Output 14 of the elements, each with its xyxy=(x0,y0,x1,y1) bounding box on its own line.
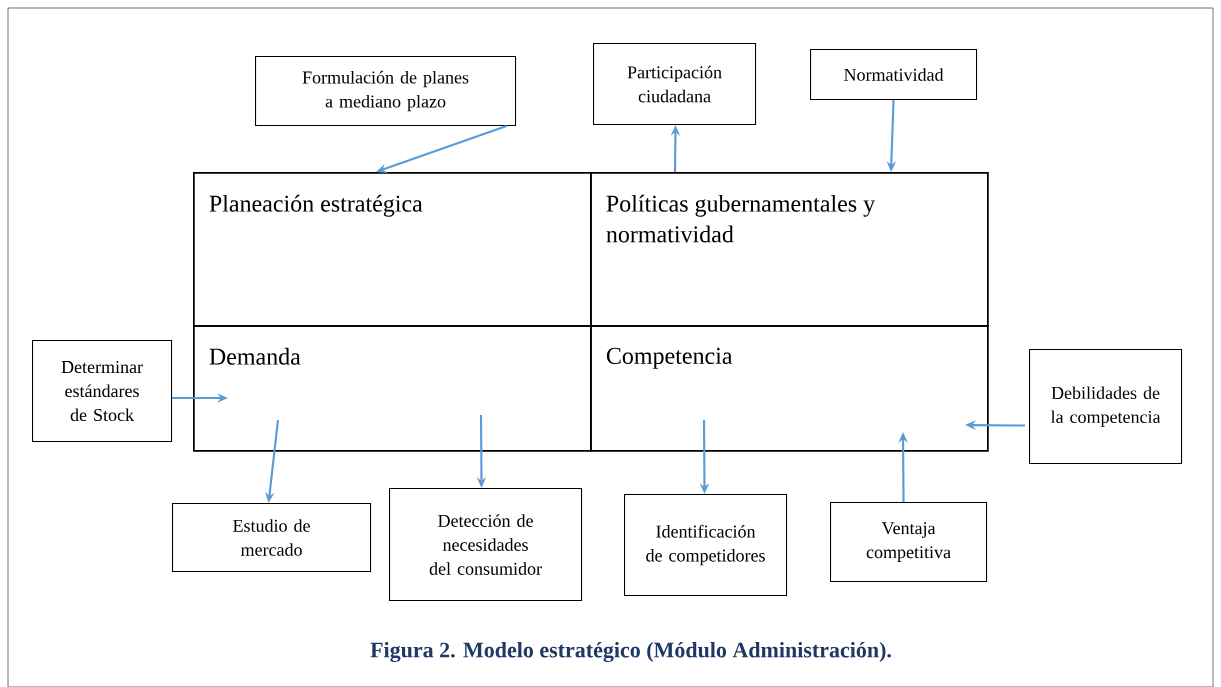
text-box: Detección de necesidades del consumidor xyxy=(389,488,583,602)
text-box: Debilidades de la competencia xyxy=(1029,349,1183,465)
text-box: Formulación de planes a mediano plazo xyxy=(255,56,517,127)
quadrant-box: Políticas gubernamentales y normatividad xyxy=(590,172,989,327)
quadrant-box: Competencia xyxy=(590,325,989,452)
text-box: Estudio de mercado xyxy=(172,503,372,573)
text-box: Participación ciudadana xyxy=(593,43,757,126)
figure-caption: Figura 2. Modelo estratégico (Módulo Administración). xyxy=(370,641,891,663)
text-box: Ventaja competitiva xyxy=(830,502,988,583)
quadrant-box: Planeación estratégica xyxy=(193,172,592,327)
text-box: Normatividad xyxy=(810,49,978,101)
text-box: Identificación de competidores xyxy=(624,494,788,597)
quadrant-box: Demanda xyxy=(193,325,592,452)
text-box: Determinar estándares de Stock xyxy=(32,340,173,443)
